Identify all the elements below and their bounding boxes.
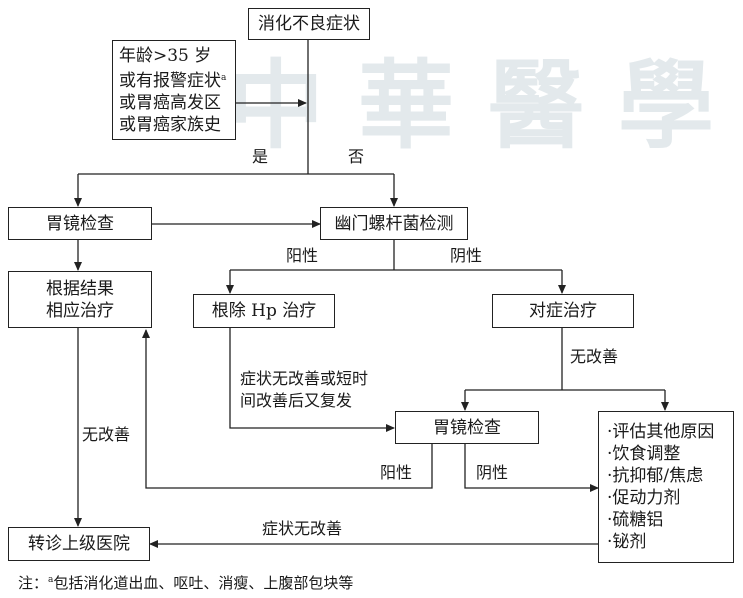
label-no-improvement-symptomatic: 无改善 <box>570 347 619 366</box>
footnote-text: 包括消化道出血、呕吐、消瘦、上腹部包块等 <box>53 574 354 592</box>
footnote-prefix: 注： <box>18 574 49 592</box>
label-positive-gastroscopy: 阳性 <box>380 463 413 482</box>
risk-line-3: 或胃癌高发区 <box>119 92 221 113</box>
arrow-positive-to-treat <box>142 329 433 489</box>
relapse-line-2: 间改善后又复发 <box>240 391 353 410</box>
treat-line-2: 相应治疗 <box>46 300 114 321</box>
box-dyspepsia-symptoms: 消化不良症状 <box>248 8 370 40</box>
label-yes: 是 <box>252 147 269 166</box>
box-symptomatic-treatment: 对症治疗 <box>492 294 634 328</box>
box-gastroscopy-1-text: 胃镜检查 <box>46 213 114 234</box>
box-risk-factors: 年龄>35 岁 或有报警症状a 或胃癌高发区 或胃癌家族史 <box>112 40 236 140</box>
label-negative-gastroscopy: 阴性 <box>476 463 509 482</box>
option-evaluate-other-causes: ·评估其他原因 <box>607 422 715 442</box>
watermark-char-4: 學 <box>618 49 714 162</box>
box-gastroscopy-1: 胃镜检查 <box>8 207 152 240</box>
option-sucralfate: ·硫糖铝 <box>607 510 664 530</box>
arrow-negative-to-options <box>464 444 599 492</box>
arrow-relapse-to-gastroscopy2 <box>229 328 395 432</box>
box-gastroscopy-2-text: 胃镜检查 <box>433 417 501 438</box>
options-list: ·评估其他原因 ·饮食调整 ·抗抑郁/焦虑 ·促动力剂 ·硫糖铝 ·铋剂 <box>607 421 714 553</box>
box-dyspepsia-text: 消化不良症状 <box>258 14 360 34</box>
label-symptoms-no-improvement: 症状无改善 <box>262 519 343 538</box>
label-no: 否 <box>348 147 365 166</box>
box-symptomatic-text: 对症治疗 <box>529 301 597 321</box>
box-hp-eradication: 根除 Hp 治疗 <box>193 294 335 328</box>
risk-footnote-mark: a <box>221 72 227 83</box>
option-prokinetic: ·促动力剂 <box>607 488 681 508</box>
box-eradication-text: 根除 Hp 治疗 <box>211 301 317 321</box>
risk-lines: 年龄>35 岁 或有报警症状a 或胃癌高发区 或胃癌家族史 <box>119 45 226 136</box>
treat-lines: 根据结果 相应治疗 <box>46 278 114 322</box>
label-negative-hp: 阴性 <box>450 246 483 265</box>
box-hp-test: 幽门螺杆菌检测 <box>320 207 468 240</box>
label-no-improvement-treat: 无改善 <box>82 425 131 444</box>
watermark-char-2: 華 <box>358 49 454 162</box>
footnote-mark: a <box>48 575 54 585</box>
risk-line-2-text: 或有报警症状 <box>119 70 221 91</box>
risk-line-2: 或有报警症状a <box>119 67 226 92</box>
box-hp-test-text: 幽门螺杆菌检测 <box>334 213 454 234</box>
risk-line-1: 年龄>35 岁 <box>119 45 212 66</box>
relapse-line-1: 症状无改善或短时 <box>240 369 369 388</box>
box-management-options: ·评估其他原因 ·饮食调整 ·抗抑郁/焦虑 ·促动力剂 ·硫糖铝 ·铋剂 <box>598 411 734 563</box>
watermark-char-3: 醫 <box>488 49 584 162</box>
footnote: 注：a包括消化道出血、呕吐、消瘦、上腹部包块等 <box>18 572 353 593</box>
label-relapse: 症状无改善或短时 间改善后又复发 <box>240 368 368 412</box>
option-anti-depression-anxiety: ·抗抑郁/焦虑 <box>607 466 704 486</box>
box-gastroscopy-2: 胃镜检查 <box>395 411 539 444</box>
risk-line-4: 或胃癌家族史 <box>119 114 221 135</box>
label-positive-hp: 阳性 <box>286 246 319 265</box>
box-treat-by-result: 根据结果 相应治疗 <box>8 271 152 328</box>
box-referral-text: 转诊上级医院 <box>28 534 130 554</box>
treat-line-1: 根据结果 <box>46 278 114 299</box>
option-bismuth: ·铋剂 <box>607 532 647 552</box>
option-diet-adjustment: ·饮食调整 <box>607 444 681 464</box>
box-referral: 转诊上级医院 <box>8 527 150 561</box>
